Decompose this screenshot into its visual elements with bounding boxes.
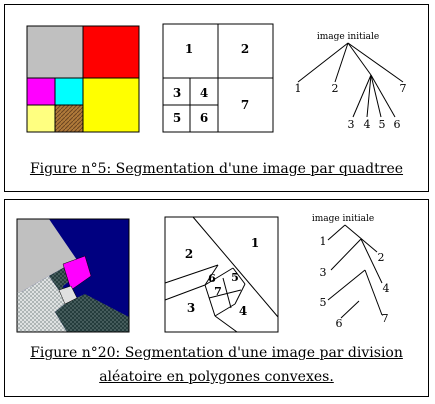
tree-node: 7	[400, 82, 407, 95]
segment-label: 6	[200, 111, 208, 125]
figure-20-caption-line1: Figure n°20: Segmentation d'une image pa…	[30, 345, 403, 361]
region-brown	[54, 104, 84, 133]
region-yellow	[82, 77, 140, 133]
tree-node: 5	[379, 118, 386, 131]
region-cyan	[54, 77, 84, 106]
segment-label: 6	[208, 272, 216, 285]
region-magenta	[62, 255, 92, 291]
tree-node: 1	[320, 235, 327, 248]
tree-node: 6	[394, 118, 401, 131]
tree-node: 4	[383, 282, 390, 295]
region-gray	[17, 219, 77, 292]
figure-5-caption: Figure n°5: Segmentation d'une image par…	[29, 161, 404, 177]
region-slate-left	[17, 276, 67, 332]
segment-label: 1	[251, 236, 259, 250]
tree-node: 2	[332, 82, 339, 95]
polygon-color-image	[16, 218, 130, 333]
tree-node: 6	[336, 317, 343, 330]
polygon-segment-map	[164, 216, 279, 333]
figure-20-caption-line2: aléatoire en polygones convexes.	[99, 369, 334, 385]
polygon-segment-labels: 1 2 3 4 5 6 7	[185, 236, 259, 318]
tree-node: 2	[378, 251, 385, 264]
tree-node: 7	[382, 312, 389, 325]
segment-label: 2	[241, 42, 249, 56]
tree-node: 3	[320, 266, 327, 279]
segment-label: 5	[231, 271, 239, 284]
quadtree-figure: 1 2 3 4 5 6 7 image initiale 1 2 7 3 4 5	[26, 23, 407, 133]
region-gray	[26, 25, 84, 79]
polygon-tree-labels: image initiale 1 2 3 4 5 6 7	[312, 214, 390, 330]
tree-node: 1	[295, 82, 302, 95]
quadtree-segment-map	[162, 23, 274, 133]
figure-5-panel: 1 2 3 4 5 6 7 image initiale 1 2 7 3 4 5	[4, 4, 429, 192]
region-light	[58, 285, 78, 305]
quadtree-color-image	[26, 25, 140, 133]
segment-label: 4	[200, 86, 208, 100]
segment-label: 3	[187, 301, 195, 315]
segment-label: 7	[241, 98, 249, 112]
region-light-yellow	[26, 104, 56, 133]
tree-root-label: image initiale	[317, 32, 379, 42]
figure-20-panel: 1 2 3 4 5 6 7 image initiale 1 2 3 4 5 6	[4, 199, 429, 397]
region-magenta	[26, 77, 56, 106]
region-red	[82, 25, 140, 79]
quadtree-tree-labels: image initiale 1 2 7 3 4 5 6	[295, 32, 407, 131]
segment-label: 5	[173, 111, 181, 125]
polygon-tree	[327, 224, 383, 319]
quadtree-segment-labels: 1 2 3 4 5 6 7	[173, 42, 249, 125]
segment-label: 1	[185, 42, 193, 56]
segment-label: 3	[173, 86, 181, 100]
tree-root-label: image initiale	[312, 214, 374, 224]
quadtree-tree	[297, 42, 404, 118]
segment-label: 4	[239, 304, 247, 318]
segment-label: 7	[214, 285, 222, 298]
segment-label: 2	[185, 247, 193, 261]
tree-node: 3	[348, 118, 355, 131]
polygon-figure: 1 2 3 4 5 6 7 image initiale 1 2 3 4 5 6	[16, 214, 390, 333]
tree-node: 5	[320, 296, 327, 309]
tree-node: 4	[364, 118, 371, 131]
